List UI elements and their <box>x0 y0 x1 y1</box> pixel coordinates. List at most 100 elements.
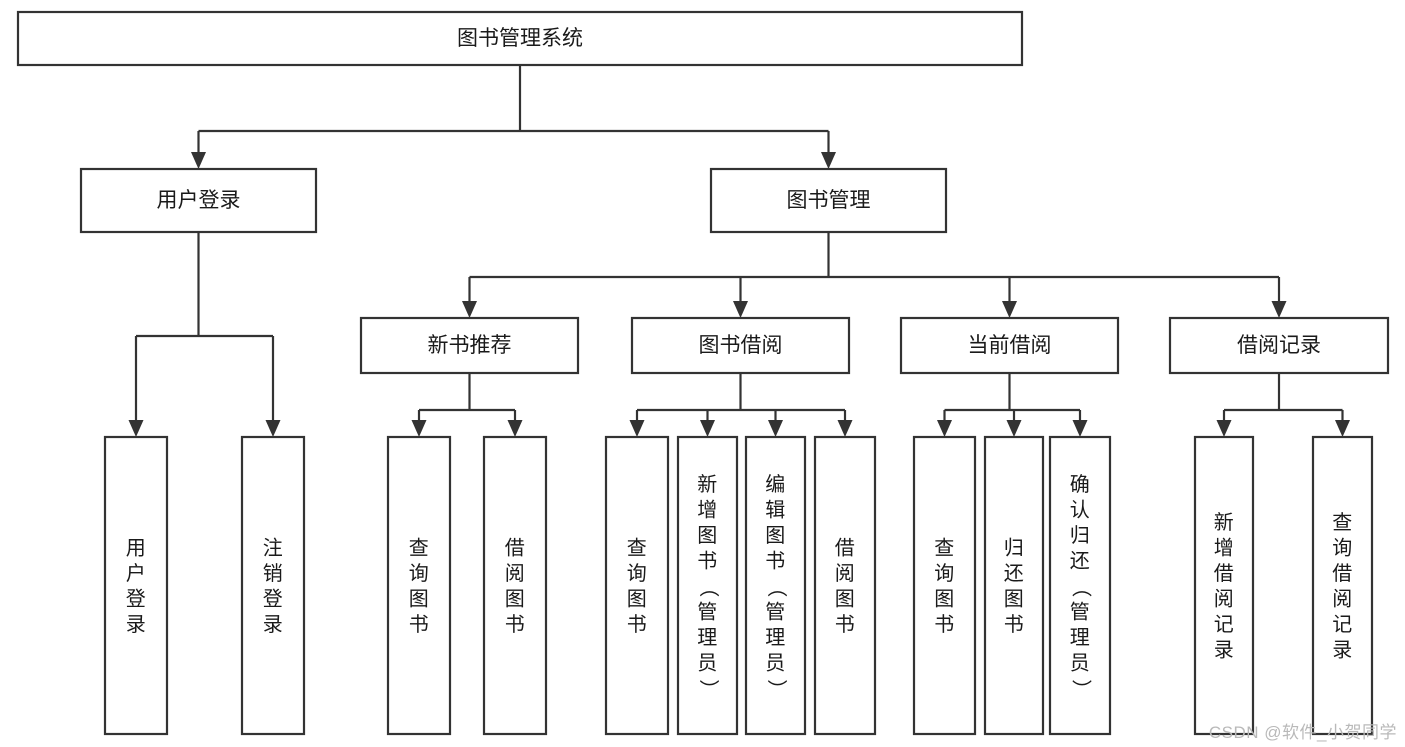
node-box[interactable] <box>1048 435 1112 736</box>
node-new-book-recommend[interactable]: 新书推荐 <box>359 316 580 375</box>
node-label-char: 借 <box>1214 562 1235 585</box>
node-label-char: 书 <box>934 613 955 636</box>
node-label-char: 记 <box>1214 613 1235 636</box>
node-box[interactable] <box>1311 435 1374 736</box>
node-box[interactable] <box>103 435 169 736</box>
node-label-char: 员 <box>697 652 718 674</box>
node-label-char: 录 <box>1214 640 1235 662</box>
node-layer: 图书管理系统用户登录图书管理新书推荐图书借阅当前借阅借阅记录用户登录注销登录查询… <box>16 10 1390 736</box>
node-label-char: 查 <box>627 537 648 560</box>
node-box[interactable] <box>1168 316 1390 375</box>
node-borrow-record[interactable]: 借阅记录 <box>1168 316 1390 375</box>
node-label-char: 理 <box>1070 627 1091 649</box>
watermark-text: CSDN @软件_小贺同学 <box>1208 723 1397 742</box>
node-label-char: 书 <box>835 613 856 636</box>
node-box[interactable] <box>813 435 877 736</box>
node-leaf-user-login[interactable]: 用户登录 <box>103 435 169 736</box>
node-box[interactable] <box>744 435 807 736</box>
node-label-char: 图 <box>697 525 718 547</box>
node-label: 新书推荐 <box>428 334 512 357</box>
node-label: 当前借阅 <box>968 334 1052 357</box>
node-label-char: 借 <box>1332 562 1353 585</box>
node-box[interactable] <box>16 10 1024 67</box>
node-label-char: 书 <box>409 613 430 636</box>
node-user-login[interactable]: 用户登录 <box>79 167 318 234</box>
node-label-char: 登 <box>263 588 284 611</box>
node-label-char: 阅 <box>835 562 856 585</box>
node-label-char: ） <box>697 679 720 700</box>
node-label-char: 询 <box>934 562 955 585</box>
node-label-char: 阅 <box>1332 588 1353 611</box>
node-box[interactable] <box>899 316 1120 375</box>
node-current-borrow[interactable]: 当前借阅 <box>899 316 1120 375</box>
node-label-char: 管 <box>697 600 718 623</box>
node-box[interactable] <box>676 435 739 736</box>
node-label-char: 员 <box>765 652 786 674</box>
node-box[interactable] <box>604 435 670 736</box>
node-label-char: ） <box>1070 679 1093 700</box>
node-box[interactable] <box>630 316 851 375</box>
node-label-char: 借 <box>835 537 856 560</box>
node-label: 图书管理系统 <box>457 27 583 50</box>
node-label-char: 借 <box>505 537 526 560</box>
node-label-char: 归 <box>1004 537 1025 560</box>
node-label-char: 新 <box>1214 511 1235 534</box>
node-label-char: 登 <box>126 588 147 611</box>
node-label-char: 录 <box>126 614 147 636</box>
node-label-char: 还 <box>1070 549 1091 572</box>
node-label-char: 理 <box>765 627 786 649</box>
node-box[interactable] <box>912 435 977 736</box>
node-book-manage[interactable]: 图书管理 <box>709 167 948 234</box>
node-label-char: 书 <box>505 613 526 636</box>
node-label-char: 增 <box>697 498 718 521</box>
node-label-char: 记 <box>1332 613 1353 636</box>
node-label-char: 图 <box>409 589 430 611</box>
node-label-char: 确 <box>1070 473 1091 496</box>
node-root[interactable]: 图书管理系统 <box>16 10 1024 67</box>
node-label-char: 阅 <box>1214 588 1235 611</box>
node-label-char: 图 <box>627 589 648 611</box>
node-box[interactable] <box>359 316 580 375</box>
node-box[interactable] <box>240 435 306 736</box>
node-label-char: 员 <box>1070 652 1091 674</box>
node-label-char: 录 <box>263 614 284 636</box>
node-label-char: 销 <box>263 562 284 585</box>
node-box[interactable] <box>709 167 948 234</box>
node-label: 图书管理 <box>787 189 871 212</box>
node-label-char: 查 <box>934 537 955 560</box>
node-label-char: 管 <box>1070 600 1091 623</box>
node-label-char: ） <box>765 679 788 700</box>
connector-layer <box>128 65 1350 437</box>
node-label-char: 询 <box>627 562 648 585</box>
node-book-borrow[interactable]: 图书借阅 <box>630 316 851 375</box>
node-label-char: 新 <box>697 473 718 496</box>
node-label: 图书借阅 <box>699 334 783 357</box>
node-label-char: 注 <box>263 537 284 560</box>
node-label-char: （ <box>765 577 788 598</box>
node-label-char: 图 <box>934 589 955 611</box>
node-label-char: 认 <box>1070 498 1091 521</box>
node-label-char: 询 <box>409 562 430 585</box>
node-box[interactable] <box>482 435 548 736</box>
node-box[interactable] <box>1193 435 1255 736</box>
node-label-char: 书 <box>627 613 648 636</box>
node-label-char: 图 <box>765 525 786 547</box>
node-label-char: 户 <box>126 562 147 585</box>
node-box[interactable] <box>386 435 452 736</box>
node-box[interactable] <box>983 435 1045 736</box>
node-box[interactable] <box>79 167 318 234</box>
